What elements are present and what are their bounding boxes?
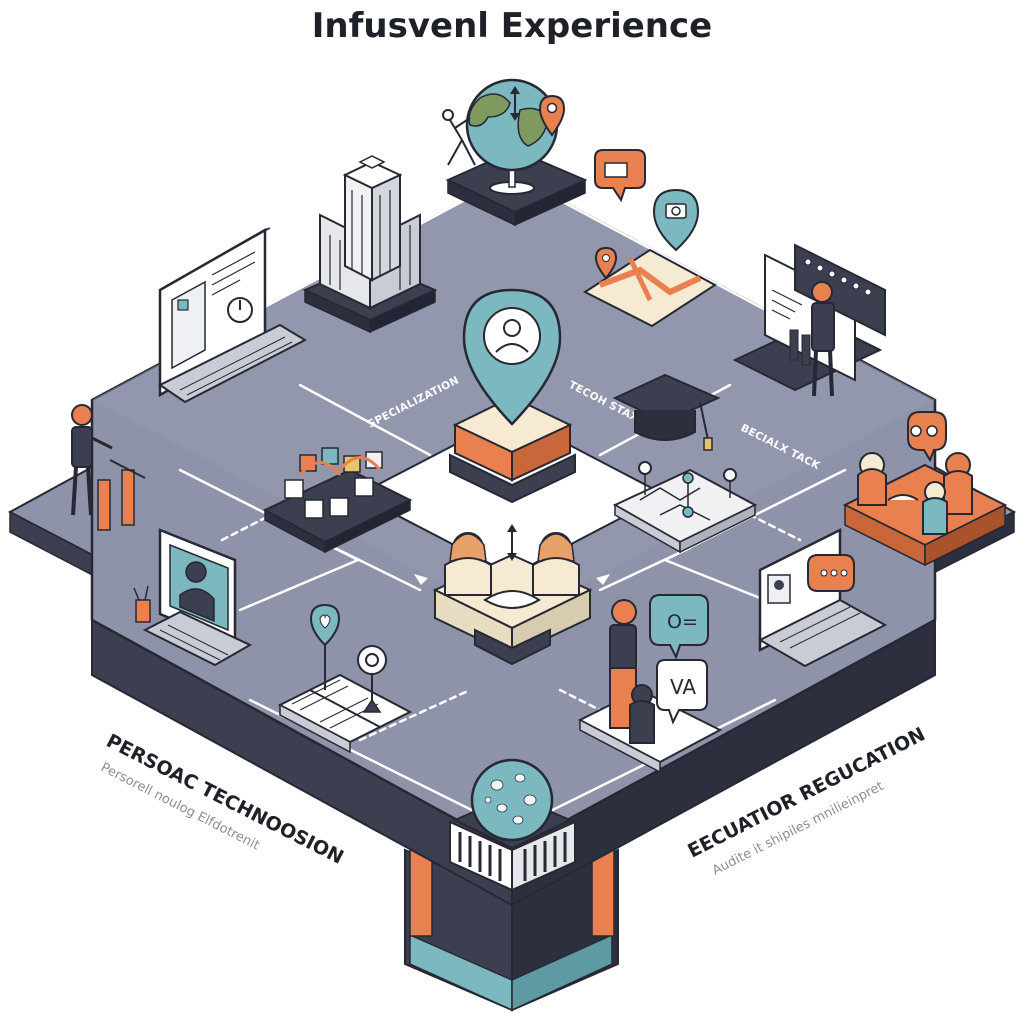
building-icon (302, 155, 438, 334)
globe-icon (445, 78, 588, 227)
presenter-icon (71, 404, 146, 531)
video-call-monitor-icon (133, 528, 253, 667)
circuit-board-icon (612, 461, 758, 554)
server-icon (449, 758, 576, 892)
chat-bubble-text-va: VA (670, 675, 696, 699)
conversation-icon: O= VA (577, 594, 723, 774)
page-title: Infusvenl Experience (311, 6, 713, 46)
location-pin-icon (449, 288, 576, 504)
chat-bubble-text-o: O= (667, 611, 698, 633)
map-icon (582, 246, 717, 328)
open-book-icon (277, 603, 413, 754)
chat-bubble-icon (594, 149, 646, 203)
blocks-network-icon (262, 447, 413, 554)
map-pin-icon (538, 94, 566, 137)
graduation-cap-icon (612, 373, 721, 451)
laptop-icon (757, 527, 888, 668)
monitor-icon (158, 227, 308, 404)
handshake-icon (432, 524, 593, 666)
meeting-icon (842, 411, 1008, 567)
climber-figure (442, 109, 476, 166)
camera-pin-icon (652, 188, 700, 252)
presentation-board-icon (732, 243, 886, 397)
